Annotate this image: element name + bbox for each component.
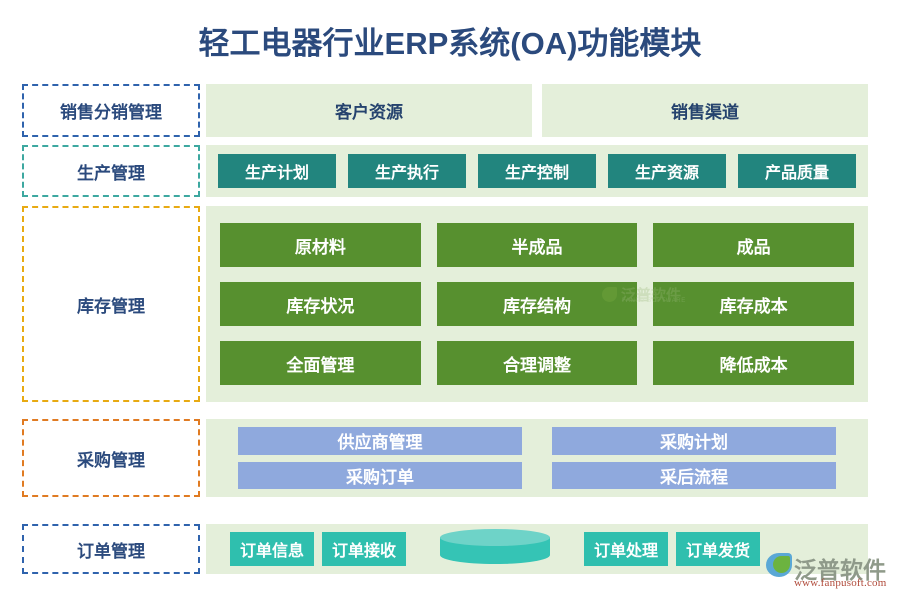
- module-chip-inventory-cost[interactable]: 库存成本: [653, 282, 854, 326]
- module-label: 订单处理: [594, 543, 659, 560]
- section-label-text: 采购管理: [77, 450, 145, 470]
- section-content-sales-distribution: 客户资源 销售渠道: [206, 84, 868, 137]
- module-chip-supplier-management[interactable]: 供应商管理: [238, 427, 522, 455]
- module-label: 半成品: [511, 237, 563, 257]
- section-label-text: 订单管理: [77, 541, 145, 561]
- module-label: 原材料: [294, 237, 346, 257]
- module-chip-production-execution[interactable]: 生产执行: [348, 154, 466, 188]
- module-label: 全面管理: [286, 355, 355, 375]
- section-label-text: 销售分销管理: [60, 103, 162, 122]
- module-label: 库存成本: [719, 296, 788, 316]
- module-label: 合理调整: [502, 355, 571, 375]
- module-label: 库存状况: [286, 296, 355, 316]
- module-card-sales-channel[interactable]: 销售渠道: [542, 84, 868, 137]
- module-label: 生产控制: [504, 165, 569, 182]
- section-label-purchasing: 采购管理: [22, 419, 200, 497]
- database-cylinder-icon: [440, 529, 551, 569]
- module-chip-semi-finished[interactable]: 半成品: [436, 223, 638, 267]
- module-label: 供应商管理: [337, 433, 423, 453]
- module-chip-purchase-order[interactable]: 采购订单: [238, 461, 522, 489]
- module-label: 销售渠道: [671, 103, 739, 122]
- module-chip-inventory-structure[interactable]: 库存结构: [436, 282, 638, 326]
- module-chip-comprehensive-management[interactable]: 全面管理: [220, 341, 421, 385]
- module-label: 订单接收: [332, 543, 397, 560]
- section-label-sales-distribution: 销售分销管理: [22, 84, 200, 137]
- module-label: 产品质量: [764, 165, 829, 182]
- module-label: 降低成本: [719, 355, 788, 375]
- module-chip-production-plan[interactable]: 生产计划: [218, 154, 336, 188]
- module-label: 库存结构: [502, 296, 571, 316]
- section-label-text: 库存管理: [77, 296, 145, 316]
- module-chip-finished-goods[interactable]: 成品: [653, 223, 854, 267]
- module-chip-raw-material[interactable]: 原材料: [220, 223, 421, 267]
- module-label: 采后流程: [660, 467, 728, 487]
- section-content-order: 订单信息 订单接收 订单处理 订单发货: [206, 524, 868, 574]
- module-label: 订单信息: [240, 543, 305, 560]
- module-chip-inventory-status[interactable]: 库存状况: [220, 282, 421, 326]
- module-chip-cost-reduction[interactable]: 降低成本: [653, 341, 854, 385]
- module-label: 生产执行: [374, 165, 439, 182]
- section-content-production: 生产计划 生产执行 生产控制 生产资源 产品质量: [206, 145, 868, 197]
- module-label: 成品: [736, 237, 771, 257]
- cylinder-top: [440, 529, 551, 546]
- section-content-purchasing: 供应商管理 采购计划 采购订单 采后流程: [206, 419, 868, 497]
- module-label: 客户资源: [335, 103, 403, 122]
- section-label-order: 订单管理: [22, 524, 200, 574]
- page-title: 轻工电器行业ERP系统(OA)功能模块: [198, 26, 702, 61]
- module-label: 采购计划: [660, 433, 728, 453]
- module-card-customer-resource[interactable]: 客户资源: [206, 84, 532, 137]
- module-label: 订单发货: [686, 543, 751, 560]
- module-chip-purchase-plan[interactable]: 采购计划: [552, 427, 836, 455]
- module-chip-production-control[interactable]: 生产控制: [478, 154, 596, 188]
- module-chip-order-shipping[interactable]: 订单发货: [676, 532, 761, 566]
- logo-website-url: www.fanpusoft.com: [794, 577, 887, 589]
- module-label: 采购订单: [346, 467, 414, 487]
- module-chip-reasonable-adjustment[interactable]: 合理调整: [436, 341, 638, 385]
- module-label: 生产计划: [244, 165, 309, 182]
- section-content-inventory: 原材料 半成品 成品 库存状况 库存结构 库存成本 全面管理 合理调整: [206, 206, 868, 402]
- section-label-production: 生产管理: [22, 145, 200, 197]
- module-chip-order-receiving[interactable]: 订单接收: [322, 532, 407, 566]
- module-chip-post-purchase-process[interactable]: 采后流程: [552, 461, 836, 489]
- module-chip-product-quality[interactable]: 产品质量: [738, 154, 856, 188]
- module-chip-order-info[interactable]: 订单信息: [230, 532, 315, 566]
- module-chip-production-resource[interactable]: 生产资源: [608, 154, 726, 188]
- module-chip-order-processing[interactable]: 订单处理: [584, 532, 669, 566]
- module-label: 生产资源: [634, 165, 699, 182]
- section-label-inventory: 库存管理: [22, 206, 200, 402]
- section-label-text: 生产管理: [77, 163, 145, 183]
